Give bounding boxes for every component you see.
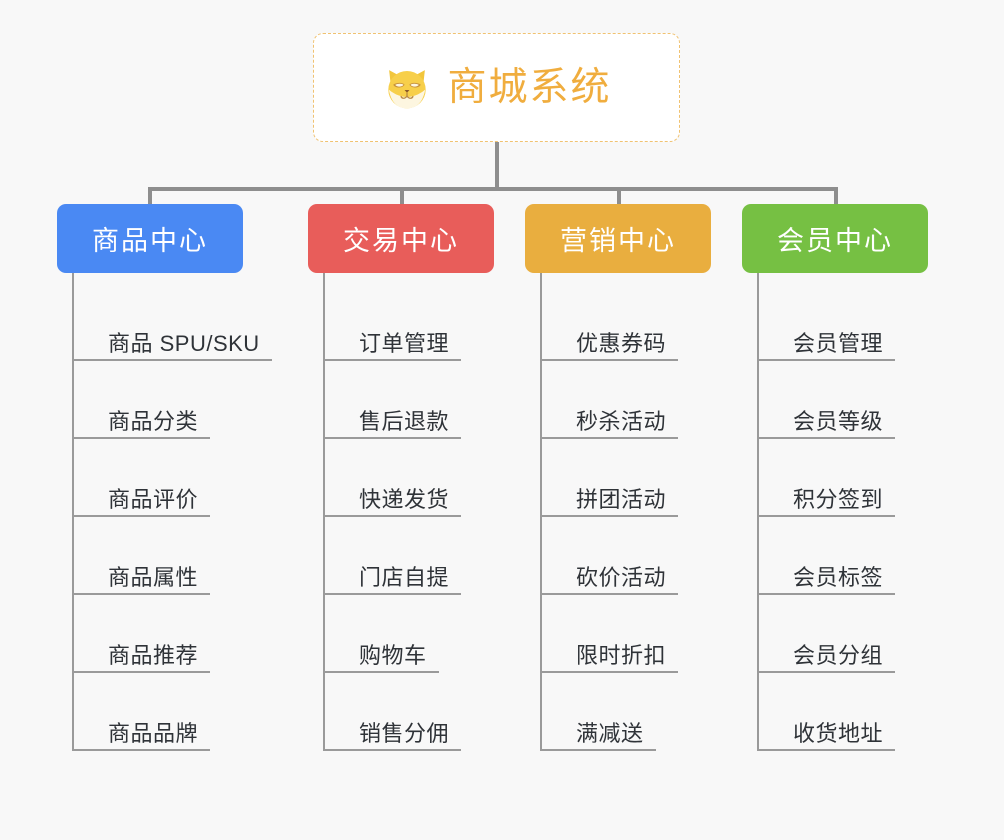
list-item[interactable]: 砍价活动: [542, 517, 711, 595]
list-item[interactable]: 门店自提: [325, 517, 494, 595]
branch-header-member-center[interactable]: 会员中心: [742, 204, 928, 273]
list-item-underline: [325, 515, 461, 517]
connector-drop-4: [834, 187, 838, 207]
list-item-underline: [325, 749, 461, 751]
branch-trade-center: 交易中心 订单管理 售后退款 快递发货 门店自提 购物车: [308, 204, 494, 751]
list-item[interactable]: 商品分类: [74, 361, 243, 439]
list-item-label: 会员标签: [793, 564, 884, 590]
list-item[interactable]: 秒杀活动: [542, 361, 711, 439]
list-item-underline: [542, 749, 656, 751]
list-item-underline: [759, 593, 895, 595]
list-item-underline: [759, 671, 895, 673]
list-item-label: 商品推荐: [108, 642, 199, 668]
list-item-underline: [325, 359, 461, 361]
list-item-label: 商品属性: [108, 564, 199, 590]
list-item-label: 销售分佣: [359, 720, 450, 746]
list-item-label: 会员管理: [793, 330, 884, 356]
list-item-label: 售后退款: [359, 408, 450, 434]
list-item-label: 限时折扣: [576, 642, 667, 668]
branch-header-marketing-center[interactable]: 营销中心: [525, 204, 711, 273]
list-item[interactable]: 商品推荐: [74, 595, 243, 673]
list-item-underline: [759, 359, 895, 361]
branch-header-product-center[interactable]: 商品中心: [57, 204, 243, 273]
branch-list-marketing-center: 优惠券码 秒杀活动 拼团活动 砍价活动 限时折扣 满减送: [540, 273, 711, 751]
list-item-underline: [759, 437, 895, 439]
list-item-label: 商品品牌: [108, 720, 199, 746]
list-item-underline: [74, 749, 210, 751]
list-item[interactable]: 会员标签: [759, 517, 928, 595]
list-item-label: 收货地址: [793, 720, 884, 746]
list-item[interactable]: 拼团活动: [542, 439, 711, 517]
list-item-label: 购物车: [359, 642, 427, 668]
list-item[interactable]: 满减送: [542, 673, 711, 751]
list-item-label: 商品评价: [108, 486, 199, 512]
list-item[interactable]: 收货地址: [759, 673, 928, 751]
list-item-underline: [325, 593, 461, 595]
list-item-label: 门店自提: [359, 564, 450, 590]
connector-drop-1: [148, 187, 152, 207]
list-item[interactable]: 优惠券码: [542, 283, 711, 361]
list-item-label: 秒杀活动: [576, 408, 667, 434]
list-item[interactable]: 商品 SPU/SKU: [74, 283, 272, 361]
list-item-label: 满减送: [576, 720, 644, 746]
list-item[interactable]: 销售分佣: [325, 673, 494, 751]
list-item-underline: [759, 749, 895, 751]
list-item[interactable]: 积分签到: [759, 439, 928, 517]
list-item[interactable]: 商品评价: [74, 439, 243, 517]
list-item-label: 会员分组: [793, 642, 884, 668]
list-item-underline: [542, 515, 678, 517]
list-item[interactable]: 订单管理: [325, 283, 494, 361]
list-item-underline: [74, 437, 210, 439]
list-item-underline: [74, 593, 210, 595]
list-item-underline: [542, 437, 678, 439]
root-title: 商城系统: [447, 66, 612, 109]
branch-list-trade-center: 订单管理 售后退款 快递发货 门店自提 购物车 销售分佣: [323, 273, 494, 751]
list-item-underline: [759, 515, 895, 517]
list-item-label: 优惠券码: [576, 330, 667, 356]
branch-header-label: 交易中心: [343, 226, 459, 256]
branch-list-product-center: 商品 SPU/SKU 商品分类 商品评价 商品属性 商品推荐 商品品牌: [72, 273, 272, 751]
branch-header-trade-center[interactable]: 交易中心: [308, 204, 494, 273]
branch-marketing-center: 营销中心 优惠券码 秒杀活动 拼团活动 砍价活动 限时折扣: [525, 204, 711, 751]
shiba-dog-icon: [388, 69, 427, 108]
branch-product-center: 商品中心 商品 SPU/SKU 商品分类 商品评价 商品属性 商品推荐: [57, 204, 272, 751]
list-item-underline: [325, 437, 461, 439]
list-item-underline: [74, 515, 210, 517]
list-item-underline: [542, 593, 678, 595]
branch-member-center: 会员中心 会员管理 会员等级 积分签到 会员标签 会员分组: [742, 204, 928, 751]
root-node[interactable]: 商城系统: [313, 33, 680, 142]
list-item[interactable]: 商品品牌: [74, 673, 243, 751]
connector-root-stem: [495, 142, 499, 190]
list-item-label: 订单管理: [359, 330, 450, 356]
list-item-label: 快递发货: [359, 486, 450, 512]
list-item[interactable]: 限时折扣: [542, 595, 711, 673]
connector-horizontal-bus: [148, 187, 838, 191]
list-item-label: 商品 SPU/SKU: [108, 330, 260, 356]
branch-header-label: 会员中心: [777, 226, 893, 256]
list-item-underline: [74, 671, 210, 673]
list-item[interactable]: 快递发货: [325, 439, 494, 517]
branch-list-member-center: 会员管理 会员等级 积分签到 会员标签 会员分组 收货地址: [757, 273, 928, 751]
list-item-label: 拼团活动: [576, 486, 667, 512]
list-item-label: 积分签到: [793, 486, 884, 512]
list-item[interactable]: 会员分组: [759, 595, 928, 673]
list-item[interactable]: 会员管理: [759, 283, 928, 361]
connector-drop-2: [400, 187, 404, 207]
list-item[interactable]: 购物车: [325, 595, 494, 673]
list-item-underline: [542, 359, 678, 361]
connector-drop-3: [617, 187, 621, 207]
list-item-label: 会员等级: [793, 408, 884, 434]
list-item-label: 砍价活动: [576, 564, 667, 590]
list-item-underline: [542, 671, 678, 673]
list-item-label: 商品分类: [108, 408, 199, 434]
branch-header-label: 营销中心: [560, 226, 676, 256]
list-item[interactable]: 售后退款: [325, 361, 494, 439]
branch-header-label: 商品中心: [92, 226, 208, 256]
list-item[interactable]: 会员等级: [759, 361, 928, 439]
list-item-underline: [325, 671, 439, 673]
list-item[interactable]: 商品属性: [74, 517, 243, 595]
list-item-underline: [74, 359, 272, 361]
